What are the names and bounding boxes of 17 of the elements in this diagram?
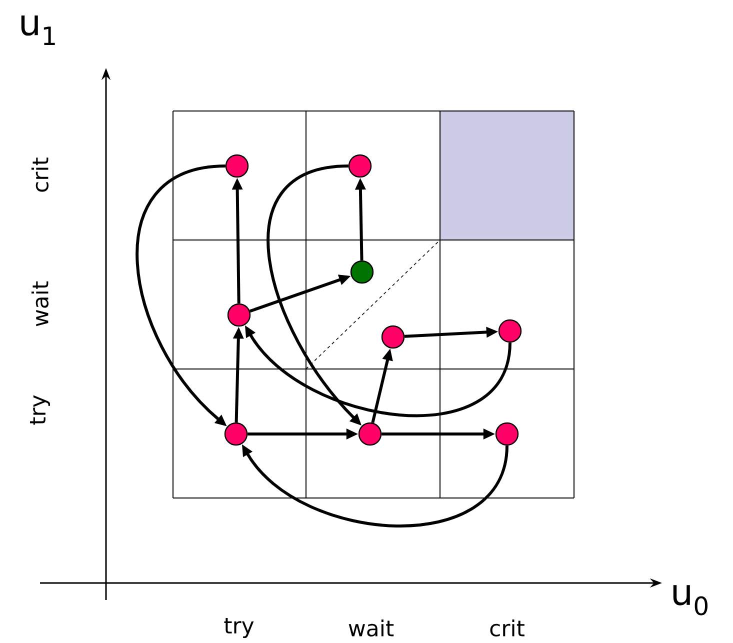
- state-dot: [358, 422, 382, 446]
- row-label: crit: [31, 158, 49, 192]
- column-label: wait: [348, 619, 394, 637]
- state-dot: [381, 325, 405, 349]
- axis-label: u$_{1}$: [21, 15, 55, 45]
- state-dot: [350, 260, 374, 284]
- state-dot: [225, 154, 249, 178]
- state-dot: [224, 422, 248, 446]
- row-label: wait: [31, 281, 49, 326]
- state-dot: [348, 154, 372, 178]
- state-dot: [227, 303, 251, 327]
- axis-label: u$_{0}$: [673, 584, 708, 616]
- column-label: try: [224, 618, 254, 638]
- row-label: try: [30, 395, 50, 425]
- state-dot: [498, 319, 522, 343]
- column-label: crit: [490, 619, 524, 637]
- state-dot: [495, 422, 519, 446]
